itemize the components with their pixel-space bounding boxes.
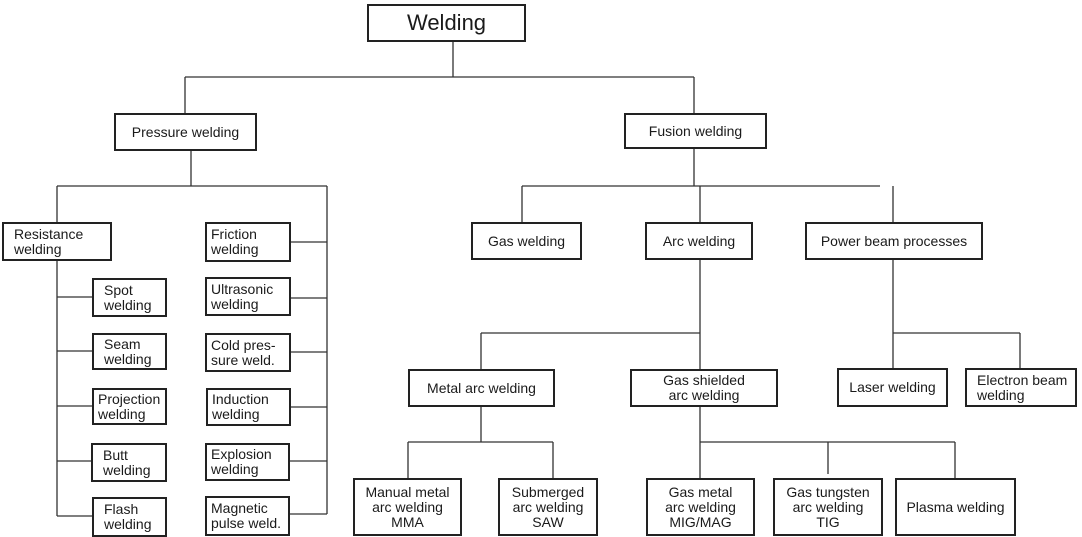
node-submerged-arc-welding: Submerged arc welding SAW [498, 478, 598, 536]
node-metal-arc-welding: Metal arc welding [408, 369, 555, 407]
node-power-beam-processes: Power beam processes [805, 222, 983, 260]
node-label: Explosion welding [211, 446, 272, 477]
node-induction-welding: Induction welding [206, 388, 291, 426]
node-laser-welding: Laser welding [837, 368, 948, 407]
node-label: Projection welding [98, 390, 161, 422]
node-label: Pressure welding [131, 123, 240, 140]
node-label: Magnetic pulse weld. [211, 500, 282, 531]
node-label: Induction welding [212, 391, 269, 422]
node-label: Gas shielded arc welding [663, 372, 745, 403]
node-electron-beam-welding: Electron beam welding [965, 368, 1077, 407]
node-ultrasonic-welding: Ultrasonic welding [205, 277, 291, 316]
node-label: Submerged arc welding SAW [511, 483, 585, 530]
node-resistance-welding: Resistance welding [2, 222, 112, 261]
node-cold-pressure-welding: Cold pres- sure weld. [205, 333, 291, 372]
node-label: Friction welding [211, 226, 259, 257]
node-label: Gas metal arc welding MIG/MAG [665, 483, 736, 530]
node-plasma-welding: Plasma welding [895, 478, 1016, 536]
node-label: Power beam processes [820, 232, 968, 249]
node-flash-welding: Flash welding [92, 497, 167, 537]
node-label: Metal arc welding [427, 379, 536, 396]
node-gas-metal-arc-welding: Gas metal arc welding MIG/MAG [646, 478, 755, 536]
node-label: Arc welding [662, 232, 736, 249]
node-spot-welding: Spot welding [92, 278, 167, 317]
node-label: Welding [406, 10, 487, 35]
node-label: Butt welding [103, 446, 151, 478]
node-label: Cold pres- sure weld. [211, 336, 276, 368]
node-label: Resistance welding [14, 226, 84, 257]
node-label: Flash welding [104, 501, 152, 532]
node-gas-shielded-arc-welding: Gas shielded arc welding [630, 369, 778, 407]
node-label: Laser welding [849, 379, 936, 395]
node-pressure-welding: Pressure welding [114, 113, 257, 151]
node-seam-welding: Seam welding [92, 333, 167, 370]
node-label: Gas tungsten arc welding TIG [786, 483, 870, 530]
node-label: Fusion welding [648, 122, 743, 139]
node-gas-welding: Gas welding [471, 222, 582, 260]
node-label: Plasma welding [906, 498, 1005, 515]
node-label: Spot welding [104, 281, 152, 313]
node-manual-metal-arc-welding: Manual metal arc welding MMA [353, 478, 462, 536]
node-magnetic-pulse-welding: Magnetic pulse weld. [205, 496, 290, 536]
node-label: Manual metal arc welding MMA [365, 483, 450, 530]
node-gas-tungsten-arc-welding: Gas tungsten arc welding TIG [773, 478, 883, 536]
node-butt-welding: Butt welding [91, 443, 167, 482]
node-arc-welding: Arc welding [645, 222, 753, 260]
node-explosion-welding: Explosion welding [205, 443, 290, 481]
node-welding: Welding [367, 4, 526, 42]
node-label: Ultrasonic welding [211, 280, 274, 312]
node-label: Seam welding [104, 335, 152, 367]
node-friction-welding: Friction welding [205, 222, 291, 262]
node-label: Gas welding [487, 232, 566, 249]
node-projection-welding: Projection welding [92, 388, 167, 425]
node-fusion-welding: Fusion welding [624, 113, 767, 149]
node-label: Electron beam welding [977, 371, 1068, 403]
